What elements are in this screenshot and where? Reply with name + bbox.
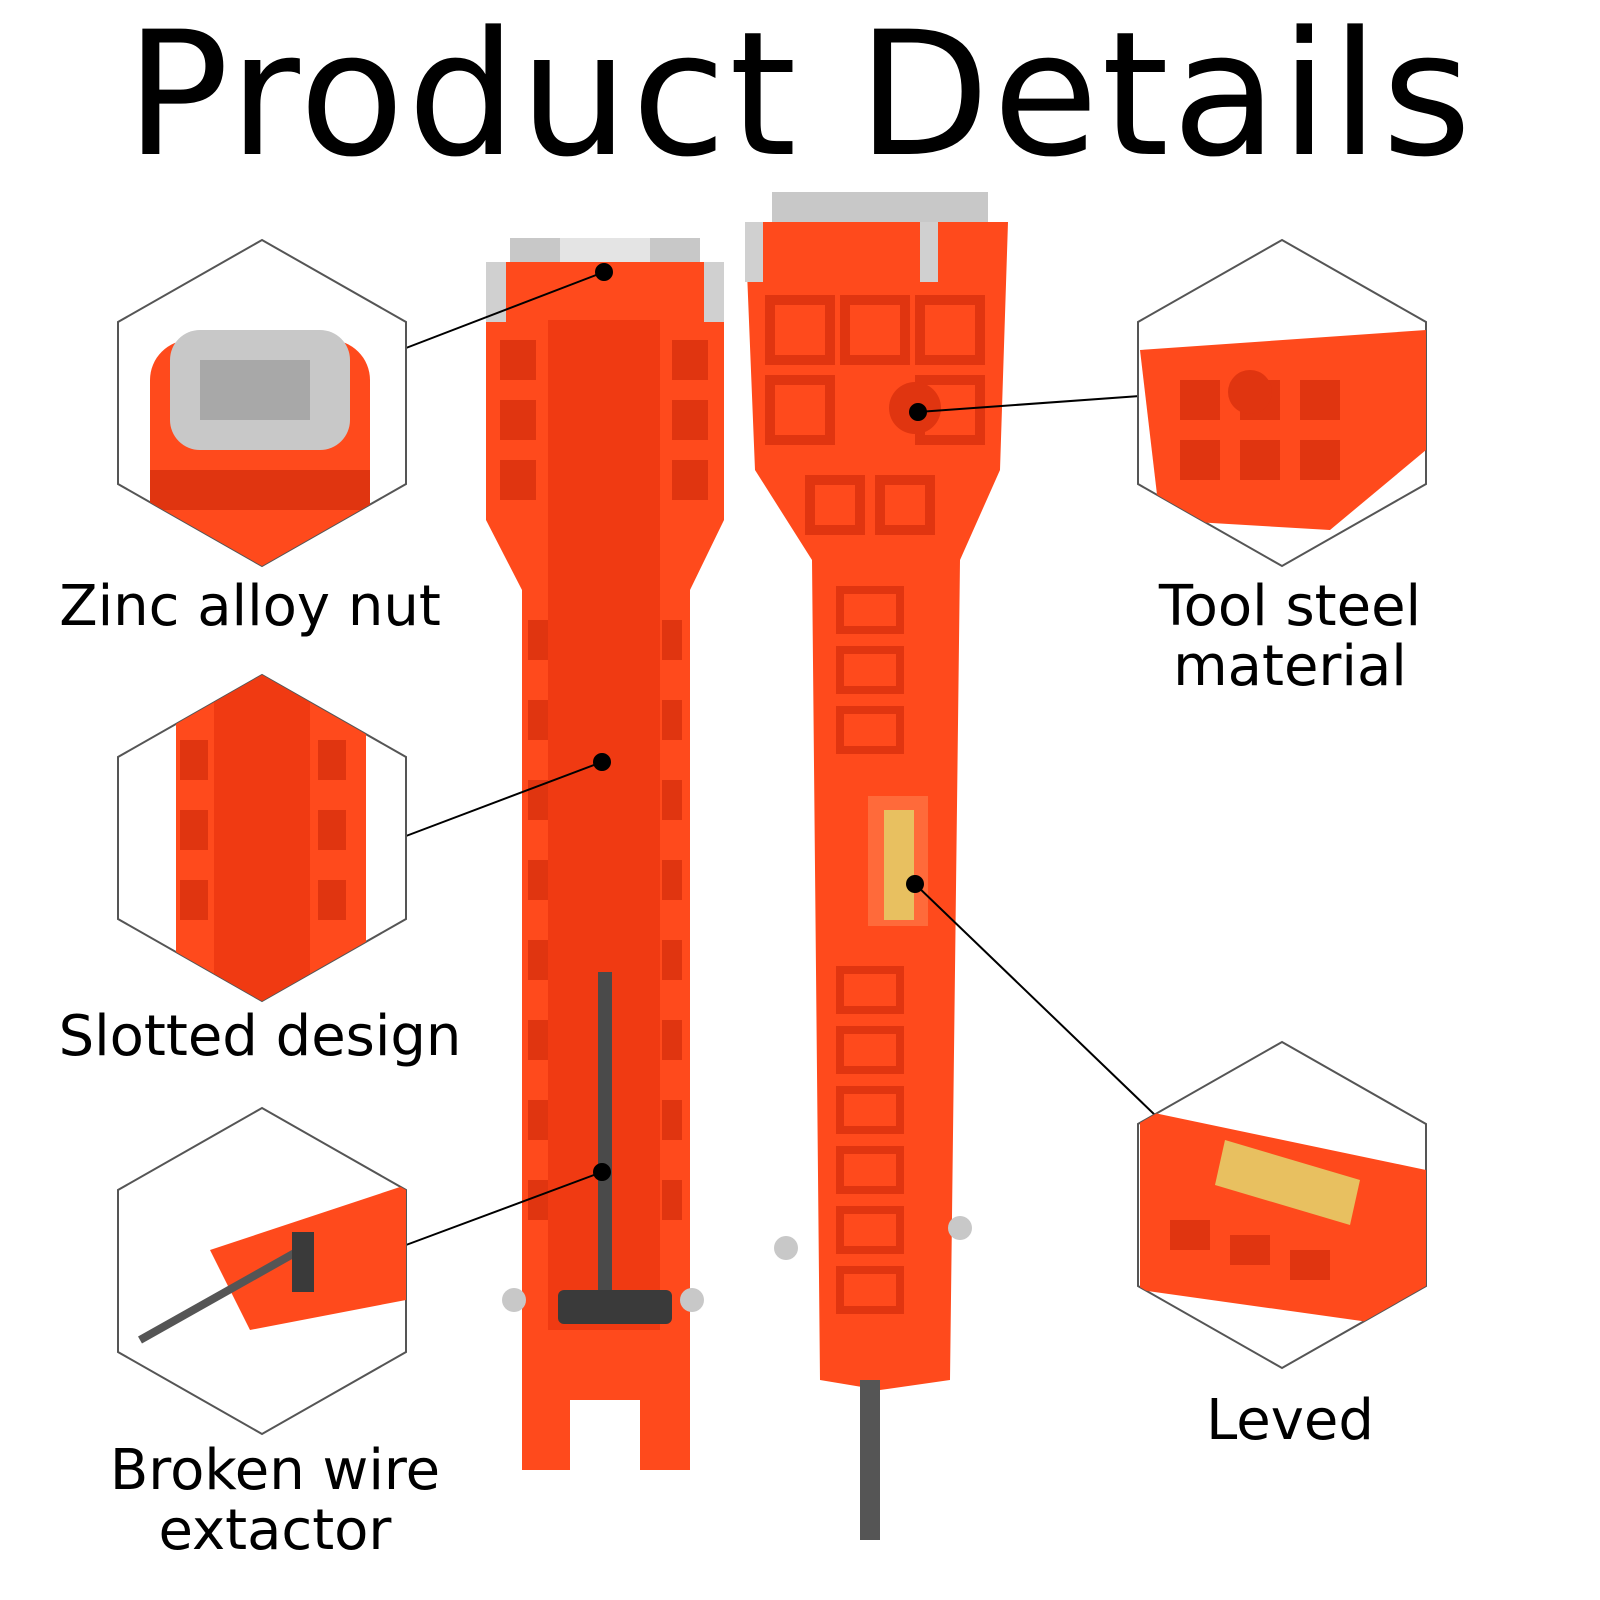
left-tool-wire-extractor [598,972,612,1292]
bubble-level-closeup [1137,1040,1427,1370]
slotted-design-closeup [117,673,407,1003]
wire-extractor-closeup [117,1106,407,1436]
tool-steel-closeup [1137,238,1427,568]
zinc-alloy-nut-closeup [117,238,407,568]
right-tool [745,192,1008,1540]
label-broken-wire-line2: extactor [158,1498,392,1563]
label-tool-steel-line2: material [1173,634,1407,699]
label-tool-steel-line1: Tool steel [1158,574,1422,639]
label-slotted-design: Slotted design [58,1004,462,1069]
label-zinc-alloy-nut: Zinc alloy nut [59,574,441,639]
label-broken-wire-line1: Broken wire [109,1438,441,1503]
right-tool-threaded-rod [860,1380,880,1540]
right-tool-level-vial [884,810,914,920]
page-title: Product Details [125,0,1475,195]
callout-lines [405,263,1157,1246]
left-tool [486,238,724,1470]
label-leved: Leved [1206,1388,1374,1453]
